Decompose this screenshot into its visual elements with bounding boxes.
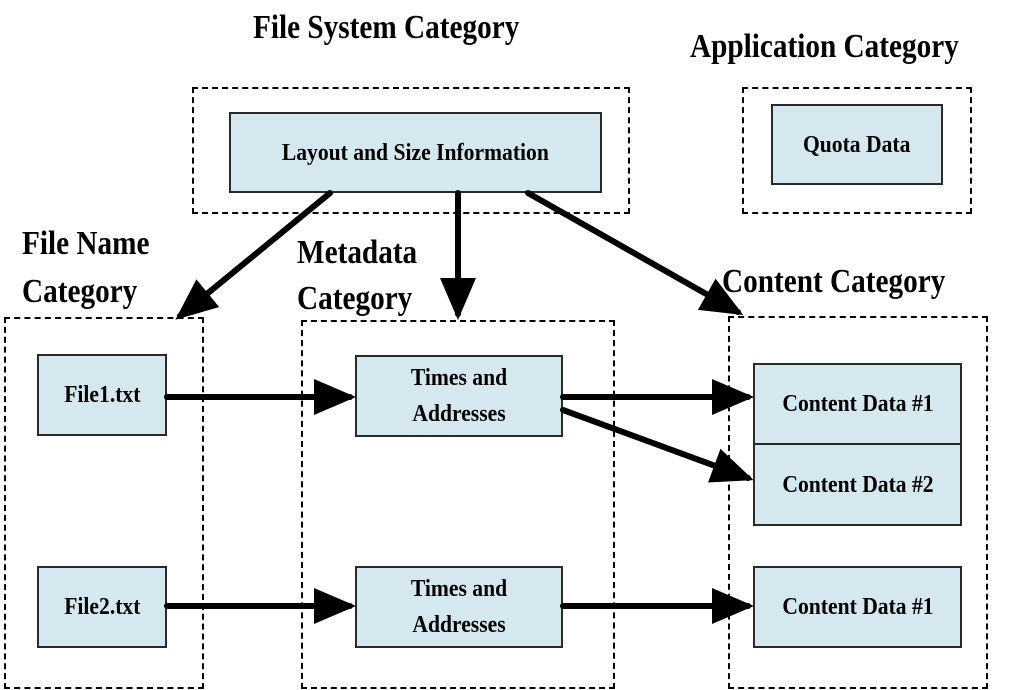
layout-size-info-label: Layout and Size Information bbox=[281, 139, 550, 166]
content-data-1-box-a: Content Data #1 bbox=[753, 363, 962, 445]
content-data-1-label-a: Content Data #1 bbox=[781, 391, 934, 417]
file-system-category-title: File System Category bbox=[253, 9, 520, 46]
arrow-layout-to-content bbox=[525, 190, 744, 315]
quota-data-label: Quota Data bbox=[803, 131, 911, 158]
arrow-layout-to-filename bbox=[175, 190, 333, 320]
content-data-1-box-b: Content Data #1 bbox=[753, 566, 962, 648]
content-data-2-box: Content Data #2 bbox=[753, 443, 962, 526]
times-addresses-box-1: Times and Addresses bbox=[355, 355, 563, 437]
metadata-category-group bbox=[301, 320, 615, 689]
times-addresses-label-1: Times and Addresses bbox=[410, 365, 508, 427]
times-addresses-box-2: Times and Addresses bbox=[355, 566, 563, 648]
file2-box: File2.txt bbox=[37, 566, 167, 648]
file2-label: File2.txt bbox=[63, 594, 141, 620]
metadata-category-title: Metadata Category bbox=[297, 230, 452, 322]
file-name-category-label: File Name Category bbox=[22, 225, 150, 310]
arrow-times1-to-content2 bbox=[560, 407, 754, 483]
content-category-group bbox=[728, 316, 988, 689]
content-category-title: Content Category bbox=[722, 263, 946, 300]
content-data-2-label: Content Data #2 bbox=[781, 471, 934, 498]
application-category-group bbox=[742, 87, 972, 214]
file-name-category-group bbox=[4, 317, 204, 689]
file-name-category-title: File Name Category bbox=[22, 220, 185, 316]
application-category-title: Application Category bbox=[690, 28, 959, 65]
metadata-category-label: Metadata Category bbox=[297, 234, 418, 317]
content-data-1-label-b: Content Data #1 bbox=[781, 594, 934, 620]
layout-size-info-box: Layout and Size Information bbox=[229, 112, 602, 193]
file1-box: File1.txt bbox=[37, 354, 167, 436]
quota-data-box: Quota Data bbox=[771, 104, 943, 185]
file-system-category-group bbox=[192, 87, 630, 214]
times-addresses-label-2: Times and Addresses bbox=[410, 576, 508, 638]
file1-label: File1.txt bbox=[63, 382, 141, 408]
